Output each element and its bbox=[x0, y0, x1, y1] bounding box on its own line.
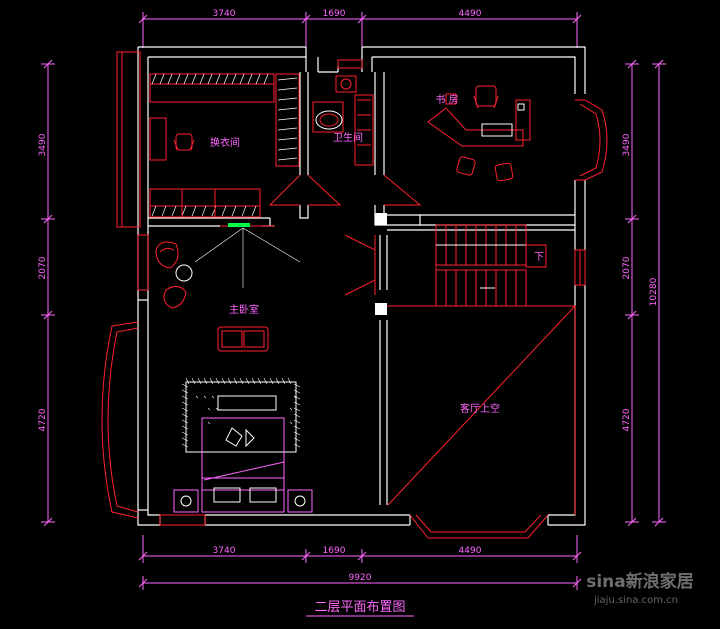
dimension-lines bbox=[41, 12, 666, 590]
carpet-fringe bbox=[181, 377, 301, 448]
dim-left-1: 3490 bbox=[38, 133, 48, 156]
dim-bottom-3: 4490 bbox=[459, 546, 482, 556]
watermark-url: jiaju.sina.com.cn bbox=[593, 595, 678, 606]
doors bbox=[220, 174, 422, 296]
sina-watermark: sina新浪家居 jiaju.sina.com.cn bbox=[586, 571, 694, 606]
living-void-lines bbox=[387, 305, 576, 515]
dim-total-height: 10280 bbox=[649, 277, 659, 306]
dim-left-2: 2070 bbox=[38, 256, 48, 279]
dim-right-3: 4720 bbox=[622, 408, 632, 431]
dim-top-3: 4490 bbox=[459, 9, 482, 19]
label-master-bedroom: 主卧室 bbox=[229, 303, 259, 316]
dim-bottom-1: 3740 bbox=[213, 546, 236, 556]
dim-left-3: 4720 bbox=[38, 408, 48, 431]
label-stair-down: 下 bbox=[534, 252, 544, 263]
dim-bottom-2: 1690 bbox=[323, 546, 346, 556]
dim-top-2: 1690 bbox=[323, 9, 346, 19]
label-dressing-room: 换衣间 bbox=[210, 136, 240, 149]
label-bathroom: 卫生间 bbox=[333, 131, 363, 144]
dimension-labels: 3740 1690 4490 3740 1690 4490 9920 3490 … bbox=[38, 9, 659, 583]
doorway-marker bbox=[228, 223, 250, 227]
master-bedroom-furniture bbox=[155, 227, 313, 513]
dressing-room-furniture bbox=[149, 73, 300, 218]
bathroom-fixtures bbox=[312, 75, 374, 166]
dim-total-width: 9920 bbox=[349, 573, 372, 583]
study-furniture bbox=[427, 85, 531, 182]
dim-right-2: 2070 bbox=[622, 256, 632, 279]
drawing-title: 二层平面布置图 bbox=[314, 600, 405, 615]
label-living-void: 客厅上空 bbox=[460, 402, 500, 415]
pillars bbox=[375, 213, 387, 315]
dim-right-1: 3490 bbox=[622, 133, 632, 156]
dim-top-1: 3740 bbox=[213, 9, 236, 19]
windows bbox=[101, 51, 608, 539]
staircase bbox=[435, 224, 547, 307]
room-labels: 换衣间 卫生间 书 房 主卧室 客厅上空 下 bbox=[210, 93, 544, 415]
walls bbox=[137, 46, 586, 526]
label-study: 书 房 bbox=[435, 93, 458, 106]
watermark-brand: sina新浪家居 bbox=[586, 571, 694, 592]
